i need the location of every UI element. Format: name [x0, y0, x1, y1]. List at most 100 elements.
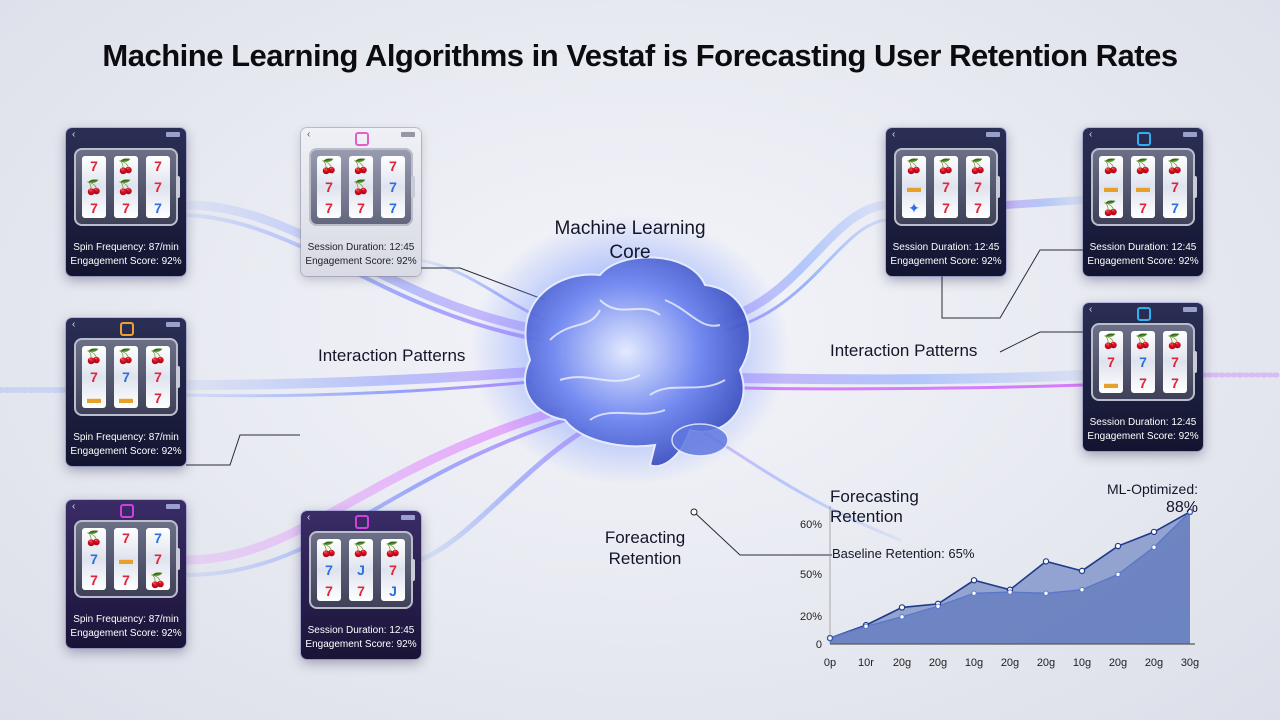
reel-symbol: 🍒 — [1102, 333, 1120, 350]
ml-point — [970, 577, 978, 584]
back-arrow-icon[interactable]: ‹ — [892, 129, 896, 140]
reel-symbol: 🍒 — [905, 158, 923, 175]
reel-symbol: 🍒 — [1134, 158, 1152, 175]
card-metric-primary: Spin Frequency: 87/min — [73, 242, 179, 253]
reel-symbol: 🍒 — [1102, 158, 1120, 175]
x-tick-label: 20g — [1001, 657, 1019, 669]
back-arrow-icon[interactable]: ‹ — [307, 512, 311, 523]
back-arrow-icon[interactable]: ‹ — [72, 319, 76, 330]
card-metric-engagement: Engagement Score: 92% — [70, 256, 182, 267]
reel-symbol: 7 — [1171, 178, 1179, 195]
reel-symbol: 🍒 — [1166, 158, 1184, 175]
reel-symbol: 7 — [974, 178, 982, 195]
reel-symbol: 7 — [154, 178, 162, 195]
page-title: Machine Learning Algorithms in Vestaf is… — [102, 38, 1178, 73]
reel-symbol: 7 — [942, 178, 950, 195]
reel-symbol: 🍒 — [117, 158, 135, 175]
reel-symbol: 🍒 — [1166, 333, 1184, 350]
battery-icon — [1183, 307, 1197, 312]
back-arrow-icon[interactable]: ‹ — [72, 129, 76, 140]
reel-symbol: 7 — [90, 550, 98, 567]
slot-lever — [1193, 351, 1197, 373]
app-icon — [1137, 132, 1151, 146]
baseline-retention-label: Baseline Retention: 65% — [832, 546, 975, 561]
card-status-bar: ‹ — [66, 318, 186, 336]
slot-lever — [411, 559, 415, 581]
baseline-point — [827, 635, 833, 641]
reel-symbol: ▬ — [119, 550, 133, 567]
slot-reel: 7▬7 — [114, 528, 138, 590]
reel-symbol: 🍒 — [384, 541, 402, 558]
x-tick-label: 10g — [965, 657, 983, 669]
reel-symbol: 🍒 — [1134, 333, 1152, 350]
reel-symbol: 7 — [122, 199, 130, 216]
y-tick-label: 60% — [800, 519, 822, 531]
slot-lever — [1193, 176, 1197, 198]
reel-symbol: 🍒 — [85, 178, 103, 195]
ml-point — [1114, 542, 1122, 550]
chart-title-line: Forecasting — [830, 487, 919, 506]
baseline-point — [1079, 587, 1085, 593]
card-status-bar: ‹ — [301, 511, 421, 529]
battery-icon — [986, 132, 1000, 137]
baseline-point — [1151, 544, 1157, 550]
slot-reel: 🍒7▬ — [82, 346, 106, 408]
x-tick-label: 20g — [1145, 657, 1163, 669]
battery-icon — [401, 132, 415, 137]
x-tick-label: 0p — [824, 657, 836, 669]
ml-point — [1078, 567, 1086, 575]
forecasting-retention-left-label: Foreacting Retention — [604, 528, 686, 568]
card-metric-engagement: Engagement Score: 92% — [305, 639, 417, 650]
reel-symbol: 7 — [1171, 199, 1179, 216]
battery-icon — [166, 504, 180, 509]
reel-symbol: 7 — [389, 178, 397, 195]
reel-symbol: 7 — [90, 571, 98, 588]
card-status-bar: ‹ — [66, 500, 186, 518]
reel-symbol: 7 — [357, 582, 365, 599]
app-icon — [120, 504, 134, 518]
core-title: Machine Learning Core — [520, 217, 740, 265]
interaction-patterns-right-label: Interaction Patterns — [830, 341, 978, 360]
card-status-bar: ‹ — [301, 128, 421, 146]
reel-symbol: 7 — [154, 530, 162, 547]
reel-symbol: ▬ — [119, 389, 133, 406]
back-arrow-icon[interactable]: ‹ — [72, 501, 76, 512]
connector-dot — [690, 508, 698, 516]
reel-symbol: 7 — [389, 561, 397, 578]
reel-symbol: 🍒 — [149, 571, 167, 588]
reel-symbol: J — [357, 561, 365, 578]
app-icon — [1137, 307, 1151, 321]
app-icon — [355, 515, 369, 529]
reel-symbol: 7 — [1171, 374, 1179, 391]
reel-symbol: 🍒 — [117, 178, 135, 195]
reel-symbol: 7 — [154, 389, 162, 406]
chart-title-line: Retention — [830, 507, 903, 526]
reel-symbol: 7 — [325, 561, 333, 578]
back-arrow-icon[interactable]: ‹ — [307, 129, 311, 140]
reel-symbol: 7 — [357, 199, 365, 216]
reel-symbol: ✦ — [908, 199, 920, 216]
back-arrow-icon[interactable]: ‹ — [1089, 129, 1093, 140]
connector-lines — [186, 249, 1083, 556]
card-metric-primary: Session Duration: 12:45 — [1089, 417, 1197, 428]
card-metric-primary: Spin Frequency: 87/min — [73, 432, 179, 443]
x-tick-label: 30g — [1181, 657, 1199, 669]
back-arrow-icon[interactable]: ‹ — [1089, 304, 1093, 315]
slot-reel: 🍒7▬ — [114, 346, 138, 408]
ml-point — [1150, 528, 1158, 536]
